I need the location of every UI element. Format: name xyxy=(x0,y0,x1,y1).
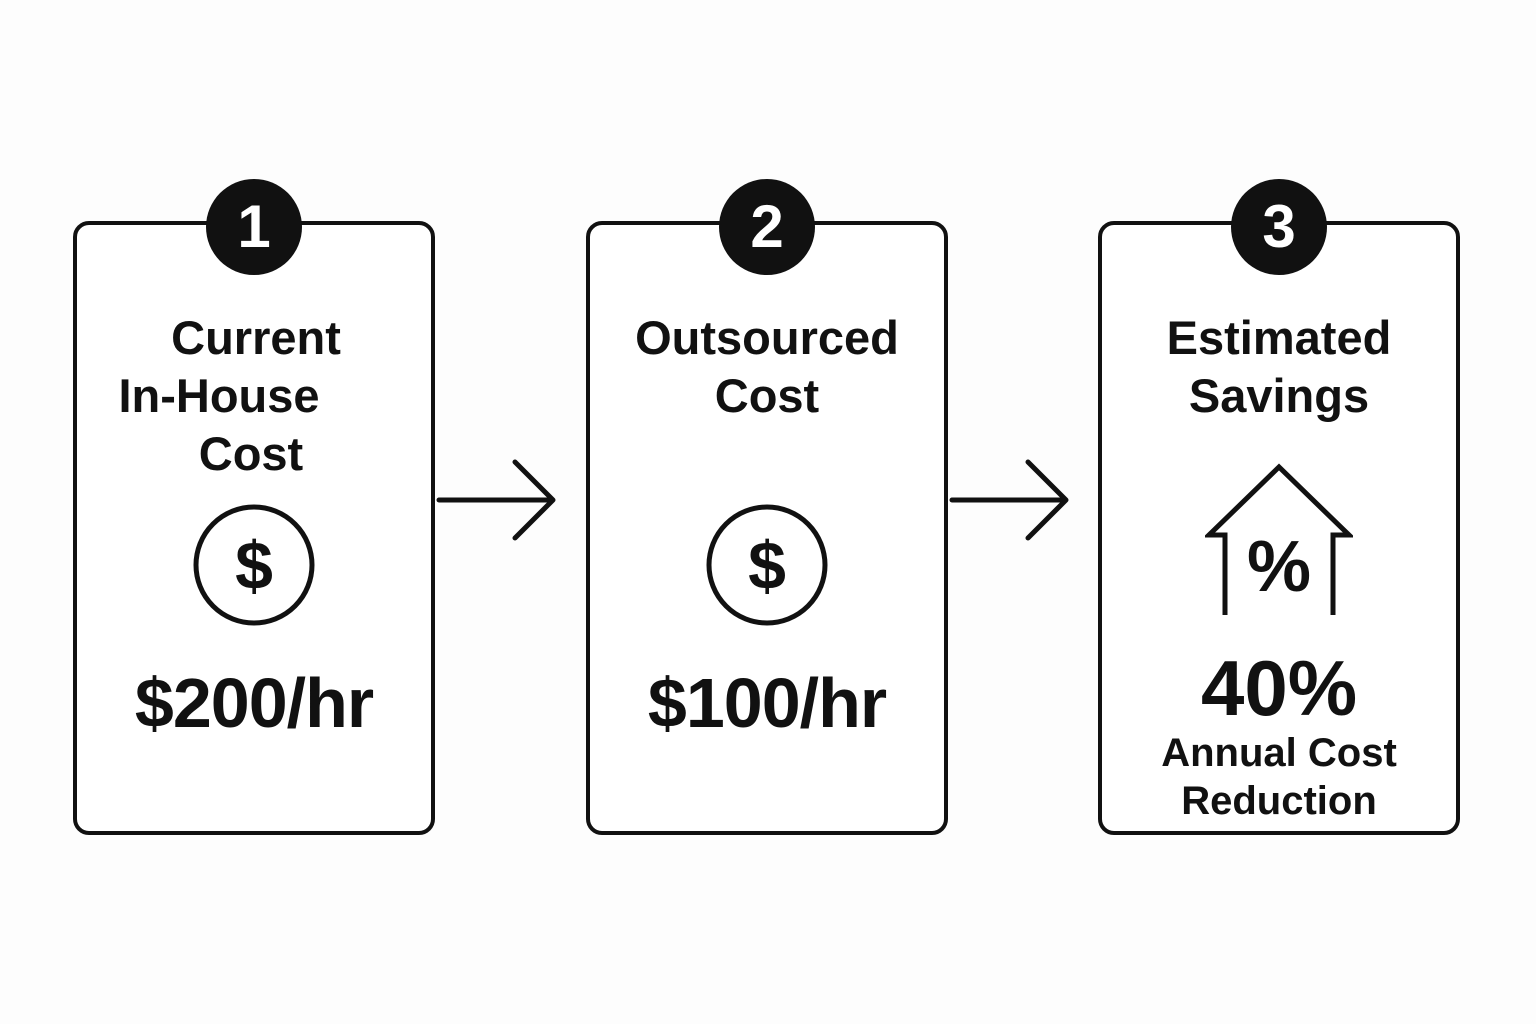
step-card-outsourced-cost: 2 Outsourced Cost $ $100/hr xyxy=(586,179,948,835)
dollar-circle-icon: $ xyxy=(706,504,828,626)
card-title: Current In-House Cost xyxy=(77,309,431,483)
arrow-right-icon xyxy=(436,459,556,541)
card-title-line: Cost xyxy=(198,427,304,480)
rate-value: $100 xyxy=(647,664,801,742)
card-title-line: Outsourced xyxy=(635,311,899,364)
rate-unit: /hr xyxy=(799,664,887,742)
rate-value: $200 xyxy=(134,664,288,742)
step-number-badge: 2 xyxy=(719,179,815,275)
svg-text:$: $ xyxy=(235,528,273,604)
caption-line: Reduction xyxy=(1181,779,1377,823)
card-title: Outsourced Cost xyxy=(590,309,944,425)
card-title-line: Cost xyxy=(714,369,820,422)
hourly-rate: $100/hr xyxy=(590,663,944,743)
arrow-right-icon xyxy=(949,459,1069,541)
card-title-line: Current xyxy=(171,311,341,364)
house-percent-icon: % xyxy=(1205,463,1353,615)
dollar-circle-icon: $ xyxy=(193,504,315,626)
step-card-estimated-savings: 3 Estimated Savings % 40% Annual Cost Re… xyxy=(1098,179,1460,835)
step-number-badge: 1 xyxy=(206,179,302,275)
card-title: Estimated Savings xyxy=(1102,309,1456,425)
hourly-rate: $200/hr xyxy=(77,663,431,743)
card-title-line: Estimated xyxy=(1166,311,1392,364)
svg-text:%: % xyxy=(1247,527,1311,607)
step-number-badge: 3 xyxy=(1231,179,1327,275)
savings-caption: Annual Cost Reduction xyxy=(1102,729,1456,825)
card-title-line: In-House xyxy=(118,369,320,422)
rate-unit: /hr xyxy=(286,664,374,742)
step-card-current-cost: 1 Current In-House Cost $ $200/hr xyxy=(73,179,435,835)
caption-line: Annual Cost xyxy=(1161,731,1397,775)
savings-percent: 40% xyxy=(1200,644,1358,732)
card-title-line: Savings xyxy=(1188,369,1370,422)
svg-text:$: $ xyxy=(748,528,786,604)
